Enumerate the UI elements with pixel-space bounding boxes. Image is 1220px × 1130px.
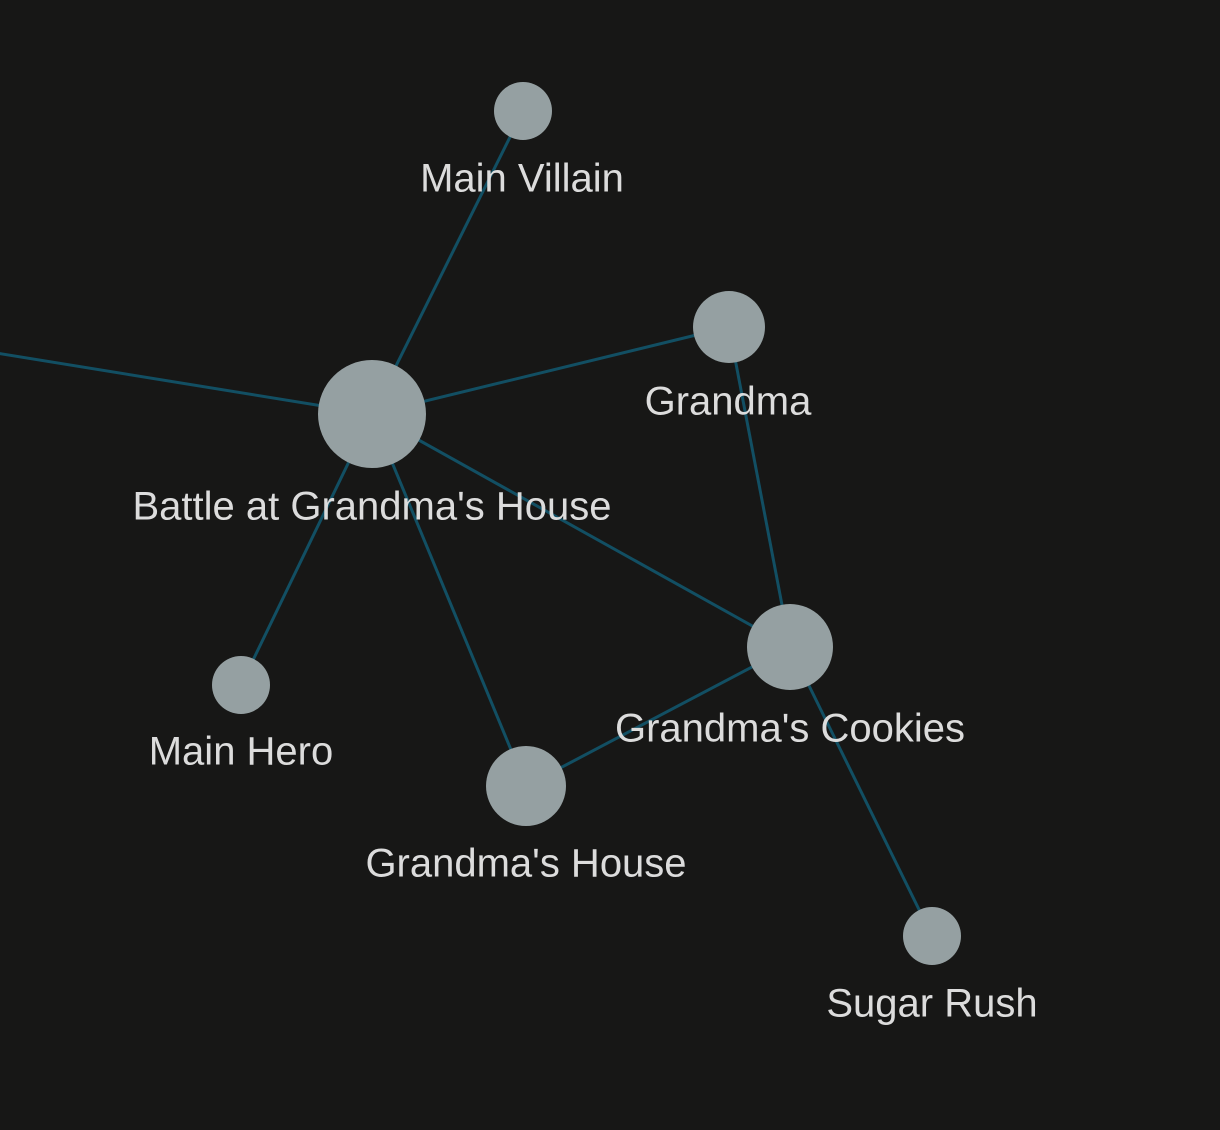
node-label-battle: Battle at Grandma's House [133, 485, 612, 529]
node-label-house: Grandma's House [365, 842, 686, 886]
edge-battle-grandma [371, 325, 730, 416]
edge-cookies-sugar-rush [788, 646, 934, 937]
edge-battle-cookies [371, 412, 791, 649]
edge-cookies-house [525, 645, 791, 788]
node-grandma[interactable] [693, 291, 765, 363]
node-label-main-villain: Main Villain [420, 157, 624, 201]
edge-grandma-cookies [727, 326, 792, 648]
node-label-main-hero: Main Hero [149, 730, 334, 774]
node-label-cookies: Grandma's Cookies [615, 707, 965, 751]
node-cookies[interactable] [747, 604, 833, 690]
node-house[interactable] [486, 746, 566, 826]
edge-battle-offscreen-left [0, 352, 373, 416]
edge-battle-house [370, 413, 528, 787]
nodes-layer [212, 82, 961, 965]
edge-battle-main-villain [370, 110, 525, 415]
node-sugar-rush[interactable] [903, 907, 961, 965]
node-label-sugar-rush: Sugar Rush [826, 982, 1037, 1026]
node-main-villain[interactable] [494, 82, 552, 140]
node-label-grandma: Grandma [645, 380, 812, 424]
node-main-hero[interactable] [212, 656, 270, 714]
node-battle[interactable] [318, 360, 426, 468]
